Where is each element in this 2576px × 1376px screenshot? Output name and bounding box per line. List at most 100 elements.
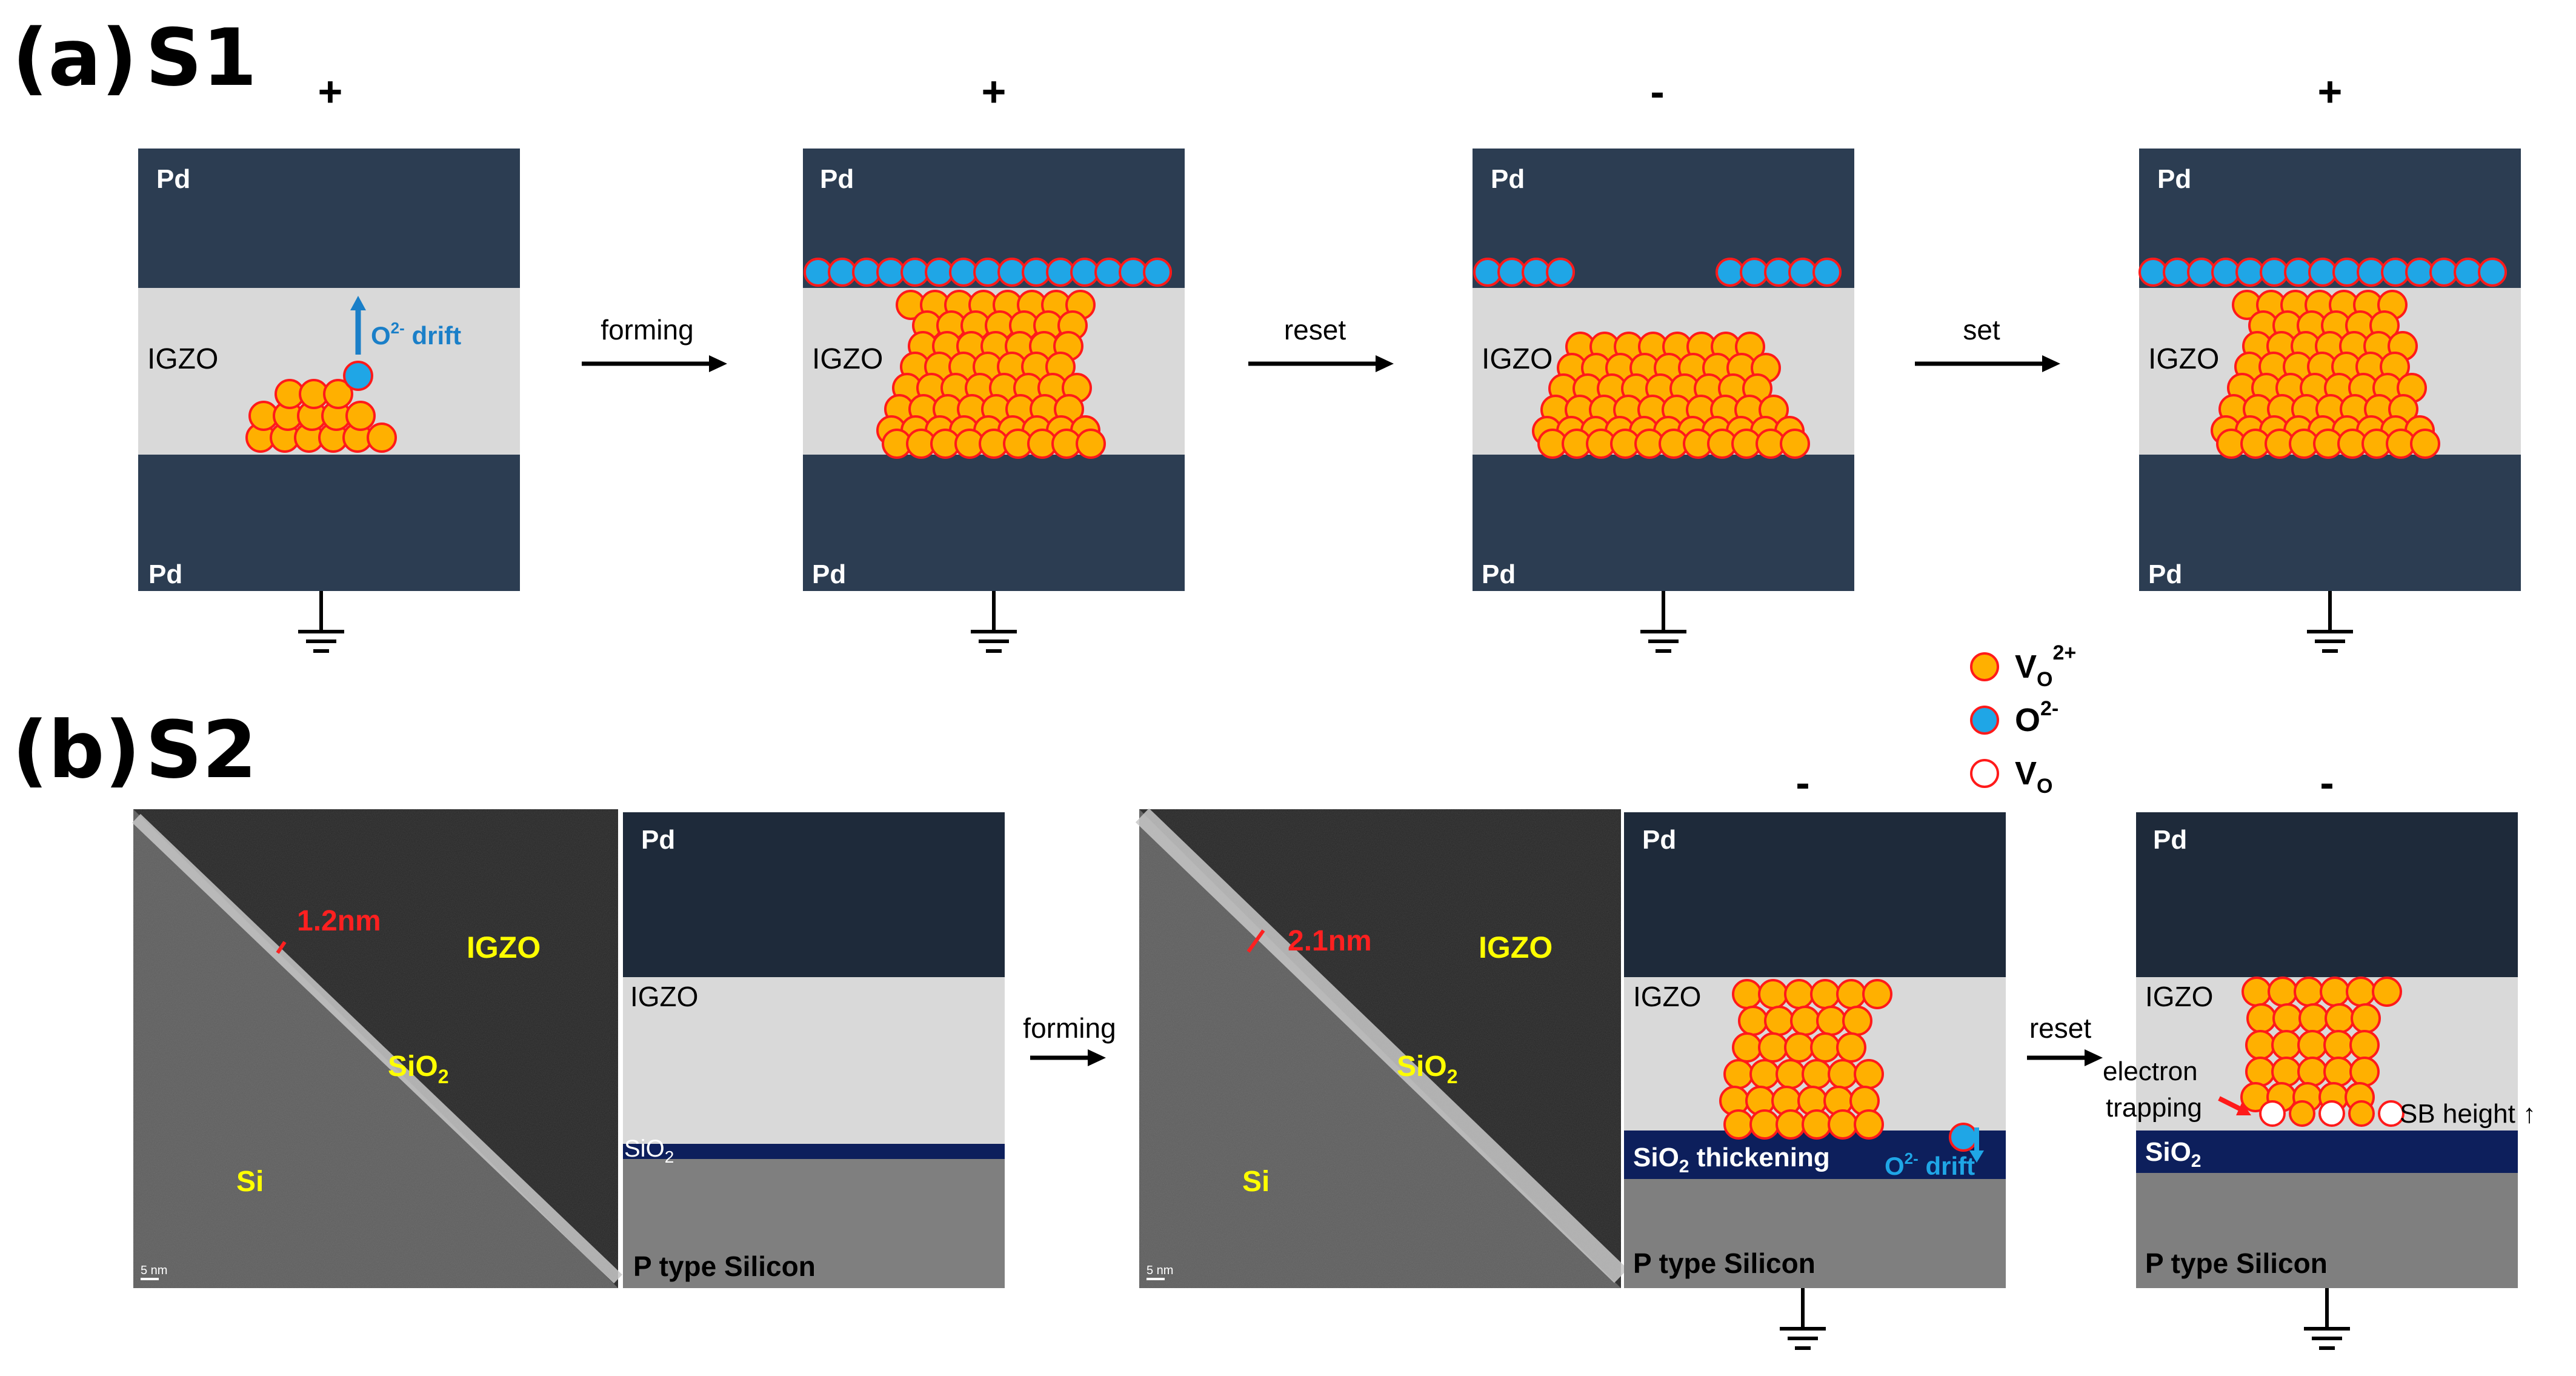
oxygen-ion-icon — [1497, 258, 1526, 287]
oxygen-ion-icon — [2187, 258, 2216, 287]
oxygen-ion — [1949, 1123, 1978, 1152]
oxygen-ion-icon — [828, 258, 857, 287]
oxygen-ion-icon — [900, 258, 930, 287]
top-electrode — [1624, 812, 2006, 977]
oxygen-ion-icon — [1143, 258, 1172, 287]
oxygen-ion-icon — [1546, 258, 1575, 287]
vacancy-filament — [1532, 332, 1810, 459]
vacancy-icon — [2346, 977, 2376, 1007]
igzo-label: IGZO — [1633, 981, 1701, 1012]
vacancy-icon — [2410, 429, 2440, 459]
oxygen-drift: O2- drift — [1885, 1123, 1984, 1180]
vacancy-icon — [2271, 1030, 2301, 1060]
vacancy-icon — [2242, 977, 2272, 1007]
vacancy-icon — [2271, 1057, 2301, 1087]
tem-igzo-label: IGZO — [467, 930, 541, 964]
empty-vacancy-icon — [2378, 1100, 2405, 1127]
legend-o2minus: O2- — [1970, 697, 2058, 738]
tem-image-1: 1.2nm IGZO SiO2 Si 5 nm — [132, 809, 622, 1288]
oxygen-ion-icon — [1522, 258, 1551, 287]
bottom-electrode — [1473, 455, 1854, 591]
vacancy-icon — [1862, 979, 1892, 1009]
oxygen-ion-icon — [2284, 258, 2313, 287]
panel-a-sample: S1 — [145, 12, 257, 104]
oxygen-ion-icon — [925, 258, 954, 287]
oxygen-ion-icon — [1716, 258, 1745, 287]
vacancy-icon — [1790, 1006, 1820, 1036]
vacancy-icon — [2298, 1003, 2329, 1034]
vacancy-icon — [2294, 977, 2324, 1007]
polarity-label: - — [1650, 68, 1664, 115]
scale-bar-label: 5 nm — [141, 1264, 167, 1277]
oxygen-ion-icon — [1119, 258, 1148, 287]
vacancy-icon — [2323, 1030, 2354, 1060]
cell-a3: - Pd IGZO Pd — [1473, 68, 1854, 653]
top-electrode-label: Pd — [2157, 164, 2191, 194]
oxygen-ion-icon — [2332, 258, 2361, 287]
vacancy-icon — [2323, 1057, 2354, 1087]
bottom-electrode — [138, 455, 520, 591]
vacancy-icon — [2348, 1100, 2375, 1127]
sio2-layer — [2136, 1131, 2518, 1173]
vacancy-icon — [2349, 1057, 2380, 1087]
oxygen-ion-icon — [997, 258, 1027, 287]
vacancy-icon — [1828, 1109, 1858, 1140]
igzo-label: IGZO — [2145, 981, 2213, 1012]
empty-vacancy-icon — [2318, 1100, 2345, 1127]
oxygen-layer — [2138, 258, 2507, 287]
bottom-electrode-label: Pd — [1482, 559, 1516, 589]
oxygen-ion-icon — [2308, 258, 2337, 287]
ground-symbol — [298, 591, 344, 653]
tem-si-label: Si — [1242, 1166, 1270, 1198]
bottom-electrode-label: Pd — [812, 559, 846, 589]
vacancy-cluster — [245, 379, 397, 453]
o2-drift-label: O2- drift — [1885, 1149, 1975, 1180]
vacancy-filament — [1719, 979, 1892, 1140]
oxygen-layer — [804, 258, 1172, 287]
vacancy-icon — [1784, 1032, 1814, 1063]
igzo-label: IGZO — [147, 343, 218, 375]
legend: VO2+ O2- VO — [1970, 641, 2076, 798]
substrate-label: P type Silicon — [1633, 1247, 1816, 1279]
sio2-label: SiO2 — [2145, 1137, 2201, 1171]
legend-vo2plus: VO2+ — [1970, 641, 2076, 691]
vacancy-icon — [1802, 1059, 1832, 1089]
oxygen-ion-icon — [2138, 258, 2168, 287]
oxygen-ion-icon — [2357, 258, 2386, 287]
tem-image-2: 2.1nm IGZO SiO2 Si 5 nm — [1135, 808, 1628, 1288]
stack-b1: Pd IGZO SiO2 P type Silicon — [623, 812, 1005, 1288]
arrow-label: reset — [1284, 314, 1346, 346]
top-electrode — [623, 812, 1005, 977]
top-electrode-label: Pd — [641, 825, 675, 855]
vacancy-icon — [1828, 1059, 1858, 1089]
vacancy-icon — [1784, 979, 1814, 1009]
arrow-forming-a: forming — [582, 314, 727, 372]
vacancy-icon — [2272, 1003, 2303, 1034]
oxygen-ion-icon — [2454, 258, 2483, 287]
vacancy-icon — [1854, 1109, 1884, 1140]
vacancy-icon — [1758, 979, 1788, 1009]
igzo-layer — [623, 977, 1005, 1144]
oxygen-ion-icon — [2211, 258, 2240, 287]
ground-symbol — [971, 591, 1017, 653]
arrow-label: forming — [601, 314, 693, 346]
vo2plus-icon — [1970, 652, 1999, 681]
tem-igzo-label: IGZO — [1479, 930, 1553, 964]
oxygen-right — [1716, 258, 1842, 287]
ground-symbol — [2307, 591, 2353, 653]
bottom-electrode-label: Pd — [148, 559, 182, 589]
vacancy-icon — [2245, 1030, 2275, 1060]
vacancy-icon — [1780, 429, 1810, 459]
vacancy-icon — [2297, 1057, 2328, 1087]
polarity-label: - — [2320, 759, 2334, 806]
vacancy-icon — [1842, 1006, 1872, 1036]
ground-symbol — [1640, 591, 1686, 653]
polarity-label: + — [318, 68, 343, 115]
sio2-label: SiO2 — [624, 1135, 674, 1166]
top-electrode-label: Pd — [1642, 825, 1676, 855]
ground-symbol — [2304, 1288, 2350, 1350]
vacancy-filament — [2211, 290, 2440, 459]
oxygen-ion-icon — [1094, 258, 1123, 287]
arrow-label: set — [1963, 314, 2000, 346]
vacancy-icon — [2372, 977, 2402, 1007]
